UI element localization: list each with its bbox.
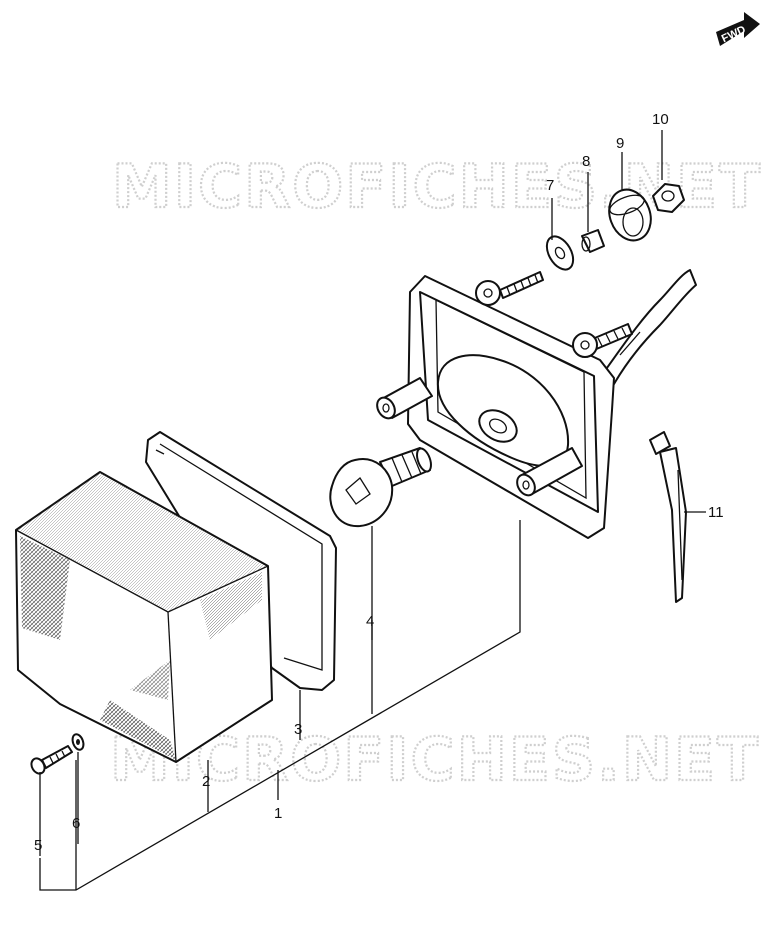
washer-part-6 <box>71 733 85 751</box>
callout-10: 10 <box>652 111 669 128</box>
callout-9: 9 <box>616 135 624 152</box>
callout-1: 1 <box>274 805 282 822</box>
lamp-housing-part-1 <box>376 275 615 539</box>
washer-part-7 <box>545 235 575 271</box>
forward-direction-icon: FWD <box>716 12 760 46</box>
callout-7: 7 <box>546 177 554 194</box>
bulb-part-4 <box>329 447 432 528</box>
callout-4: 4 <box>366 613 374 630</box>
callout-8: 8 <box>582 153 590 170</box>
callout-5: 5 <box>34 837 42 854</box>
lens-part-2 <box>15 471 273 763</box>
wiring-harness <box>603 269 697 385</box>
housing-bolt-upper <box>499 271 544 299</box>
callout-11: 11 <box>708 504 724 521</box>
spacer-part-8 <box>581 229 605 253</box>
callout-3: 3 <box>294 721 302 738</box>
grommet-part-9 <box>608 188 652 242</box>
nut-part-10 <box>652 183 685 213</box>
leader-lines <box>39 130 706 891</box>
watermark-top: MICROFICHES.NET <box>112 152 762 222</box>
cable-tie-part-11 <box>649 431 687 603</box>
callout-2: 2 <box>202 773 210 790</box>
fwd-label: FWD <box>720 24 748 45</box>
screw-part-5 <box>30 745 73 775</box>
callout-6: 6 <box>72 815 80 832</box>
